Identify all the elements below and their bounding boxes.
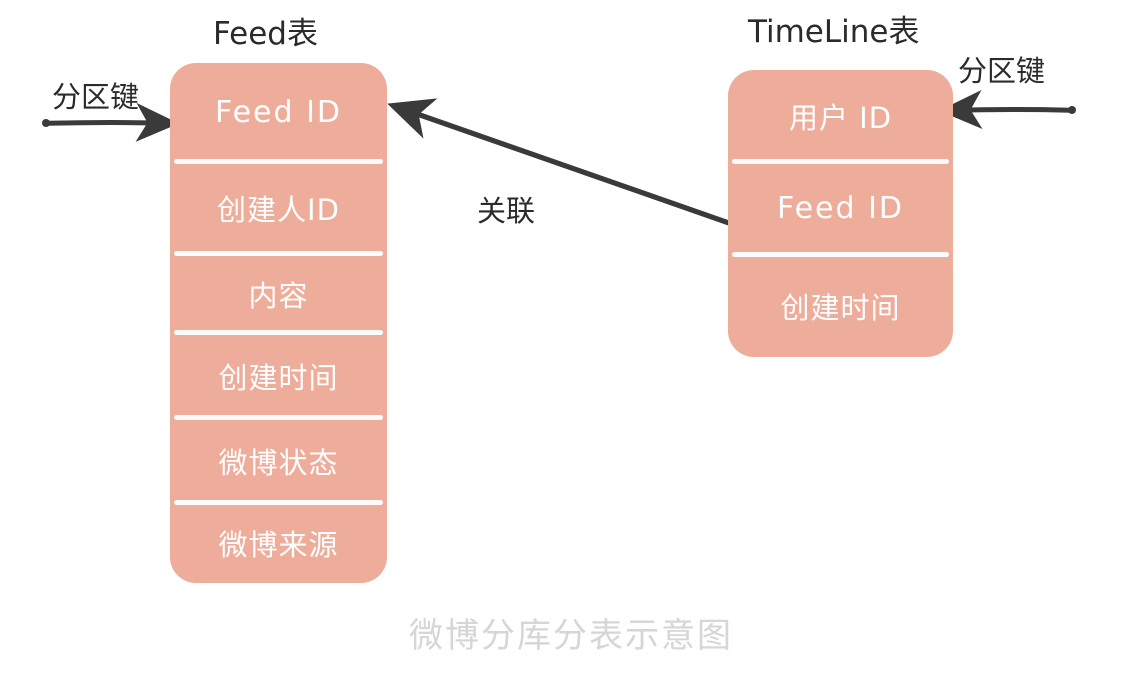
feed-row-weibo-source[interactable]: 微博来源	[170, 500, 387, 583]
timeline-row-user-id[interactable]: 用户 ID	[788, 101, 893, 135]
partition-key-right-label: 分区键	[958, 54, 1046, 88]
feed-table-title: Feed表	[213, 16, 318, 52]
relation-arrow	[387, 98, 740, 230]
partition-key-left-arrow	[42, 102, 179, 142]
partition-key-right-arrow	[939, 90, 1076, 130]
timeline-row-feed-id[interactable]: Feed ID	[728, 159, 953, 255]
feed-row-creator-id[interactable]: 创建人ID	[170, 159, 387, 254]
feed-row-create-time[interactable]: 创建时间	[170, 330, 387, 418]
timeline-table-title: TimeLine表	[748, 14, 920, 50]
relation-label: 关联	[477, 194, 536, 228]
partition-key-left-label: 分区键	[52, 80, 140, 114]
feed-table[interactable]: Feed ID 创建人ID 内容 创建时间 微博状态 微博来源	[170, 63, 387, 583]
feed-row-content[interactable]: 内容	[170, 251, 387, 333]
timeline-row-create-time[interactable]: 创建时间	[728, 252, 953, 357]
feed-row-weibo-status[interactable]: 微博状态	[170, 415, 387, 503]
timeline-table[interactable]: 用户 ID Feed ID 创建时间	[728, 70, 953, 357]
diagram-caption: 微博分库分表示意图	[409, 616, 733, 656]
feed-row-feed-id[interactable]: Feed ID	[214, 95, 343, 130]
